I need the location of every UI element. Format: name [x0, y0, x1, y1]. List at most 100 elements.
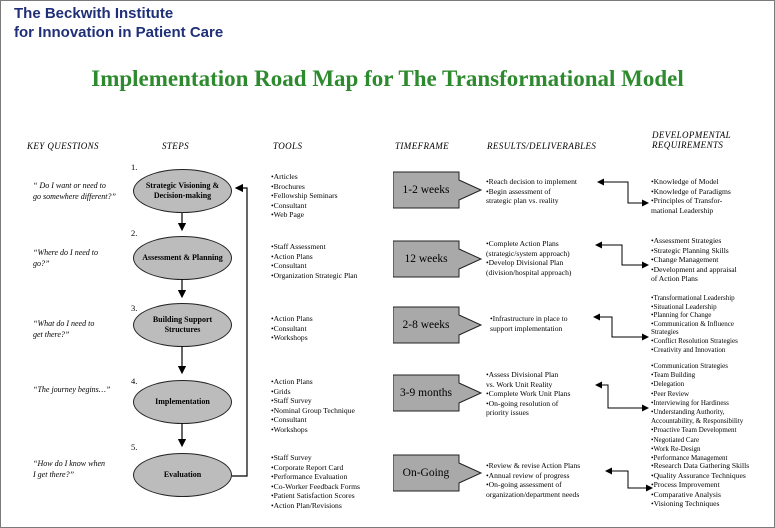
requirement-item: Knowledge of Paradigms: [651, 187, 731, 197]
step-label-1-line-2: Decision-making: [153, 191, 212, 200]
column-header-questions: KEY QUESTIONS: [27, 141, 99, 151]
requirement-item: Creativity and Innovation: [651, 346, 738, 355]
tool-item: Consultant: [271, 324, 313, 334]
requirement-item: Comparative Analysis: [651, 490, 749, 500]
organization-line-1: The Beckwith Institute: [14, 5, 174, 22]
step-label-2: Assessment & Planning: [142, 253, 222, 263]
step-label-2-line-1: Assessment & Planning: [142, 253, 223, 262]
requirement-item: Delegation: [651, 380, 743, 389]
step-number-4: 4.: [131, 376, 138, 386]
key-question-3-line-1: “What do I need to: [33, 319, 95, 328]
key-question-3-line-2: get there?”: [33, 330, 70, 339]
column-header-timeframe: TIMEFRAME: [395, 141, 450, 151]
tools-list-1: ArticlesBrochuresFellowship SeminarsCons…: [271, 172, 338, 220]
tool-item: Grids: [271, 387, 355, 397]
result-item: Complete Work Unit Plans: [486, 389, 571, 399]
timeframe-label-1: 1-2 weeks: [402, 184, 450, 196]
column-header-requirements: DEVELOPMENTAL REQUIREMENTS: [652, 130, 731, 150]
requirement-item: Knowledge of Model: [651, 177, 731, 187]
tool-item: Consultant: [271, 201, 338, 211]
tool-item: Action Plans: [271, 377, 355, 387]
timeframe-arrow-5: [393, 454, 483, 492]
requirement-item: Performance Management: [651, 454, 743, 463]
connector-row-1: [597, 178, 649, 207]
column-header-tools: TOOLS: [273, 141, 303, 151]
key-question-1-line-1: “ Do I want or need to: [33, 181, 106, 190]
timeframe-arrow-1: [393, 171, 483, 209]
tool-item: Workshops: [271, 333, 313, 343]
key-question-4: “The journey begins…”: [33, 384, 110, 395]
key-question-4-line-1: “The journey begins…”: [33, 385, 111, 394]
tool-item: Staff Survey: [271, 396, 355, 406]
requirement-item: Quality Assurance Techniques: [651, 471, 749, 481]
timeframe-arrow-3: [393, 306, 483, 344]
timeframe-label-2: 12 weeks: [404, 253, 448, 265]
tool-item: Corporate Report Card: [271, 463, 360, 473]
connector-row-2: [595, 241, 649, 269]
requirement-item: Strategic Planning Skills: [651, 246, 737, 256]
requirement-item: Work Re-Design: [651, 445, 743, 454]
result-item: Reach decision to implement: [486, 177, 577, 187]
result-item: Complete Action Plans(strategic/system a…: [486, 239, 571, 258]
requirement-item: Situational Leadership: [651, 303, 738, 312]
tool-item: Staff Survey: [271, 453, 360, 463]
key-question-1: “ Do I want or need to go somewhere diffe…: [33, 180, 116, 202]
column-header-requirements-line-1: DEVELOPMENTAL: [652, 130, 732, 140]
connector-row-3: [593, 313, 649, 341]
column-header-requirements-line-2: REQUIREMENTS: [652, 140, 724, 150]
requirements-list-5: Research Data Gathering SkillsQuality As…: [651, 461, 750, 509]
result-item: Review & revise Action Plans: [486, 461, 581, 471]
tool-item: Workshops: [271, 425, 355, 435]
step-number-1: 1.: [131, 162, 138, 172]
tools-list-3: Action PlansConsultantWorkshops: [271, 314, 313, 343]
requirement-item: Conflict Resolution Strategies: [651, 337, 737, 346]
tool-item: Staff Assessment: [271, 242, 357, 252]
step-ellipse-1: Strategic Visioning &Decision-making: [133, 169, 232, 213]
step-number-3: 3.: [131, 303, 138, 313]
step-ellipse-5: Evaluation: [133, 453, 232, 497]
organization-line-2: for Innovation in Patient Care: [14, 24, 224, 41]
result-item: Develop Divisional Plan(division/hospita…: [486, 258, 571, 277]
tools-list-2: Staff AssessmentAction PlansConsultantOr…: [271, 242, 358, 280]
key-question-1-line-2: go somewhere different?”: [33, 192, 116, 201]
requirement-item: Change Management: [651, 255, 737, 265]
step-label-5: Evaluation: [164, 470, 201, 480]
result-item: On-going assessment oforganization/depar…: [486, 480, 580, 499]
requirements-list-3: Transformational LeadershipSituational L…: [651, 294, 738, 354]
tool-item: Brochures: [271, 182, 338, 192]
requirement-item: Process Improvement: [651, 480, 749, 490]
requirement-item: Transformational Leadership: [651, 294, 738, 303]
tools-list-4: Action PlansGridsStaff SurveyNominal Gro…: [271, 377, 355, 435]
column-header-results: RESULTS/DELIVERABLES: [487, 141, 597, 151]
requirement-item: Team Building: [651, 371, 743, 380]
connector-row-4: [595, 381, 649, 412]
step-label-4: Implementation: [155, 397, 210, 407]
step-label-4-line-1: Implementation: [155, 397, 210, 406]
diagram-title: Implementation Road Map for The Transfor…: [91, 66, 684, 91]
requirements-list-1: Knowledge of ModelKnowledge of Paradigms…: [651, 177, 731, 215]
requirement-item: Understanding Authority,Accountability, …: [651, 408, 743, 426]
requirement-item: Communication Strategies: [651, 362, 743, 371]
timeframe-arrow-4: [393, 374, 483, 412]
tool-item: Nominal Group Technique: [271, 406, 355, 416]
key-question-3: “What do I need to get there?”: [33, 318, 94, 340]
timeframe-label-3: 2-8 weeks: [402, 319, 450, 331]
requirement-item: Research Data Gathering Skills: [651, 461, 750, 471]
step-label-1-line-1: Strategic Visioning &: [145, 181, 220, 190]
key-question-2-line-1: “Where do I need to: [33, 248, 99, 257]
tools-list-5: Staff SurveyCorporate Report CardPerform…: [271, 453, 360, 511]
timeframe-arrow-2: [393, 240, 483, 278]
column-header-steps: STEPS: [162, 141, 190, 151]
tool-item: Fellowship Seminars: [271, 191, 338, 201]
requirement-item: Principles of Transfor-mational Leadersh…: [651, 196, 731, 215]
requirement-item: Proactive Team Development: [651, 426, 743, 435]
